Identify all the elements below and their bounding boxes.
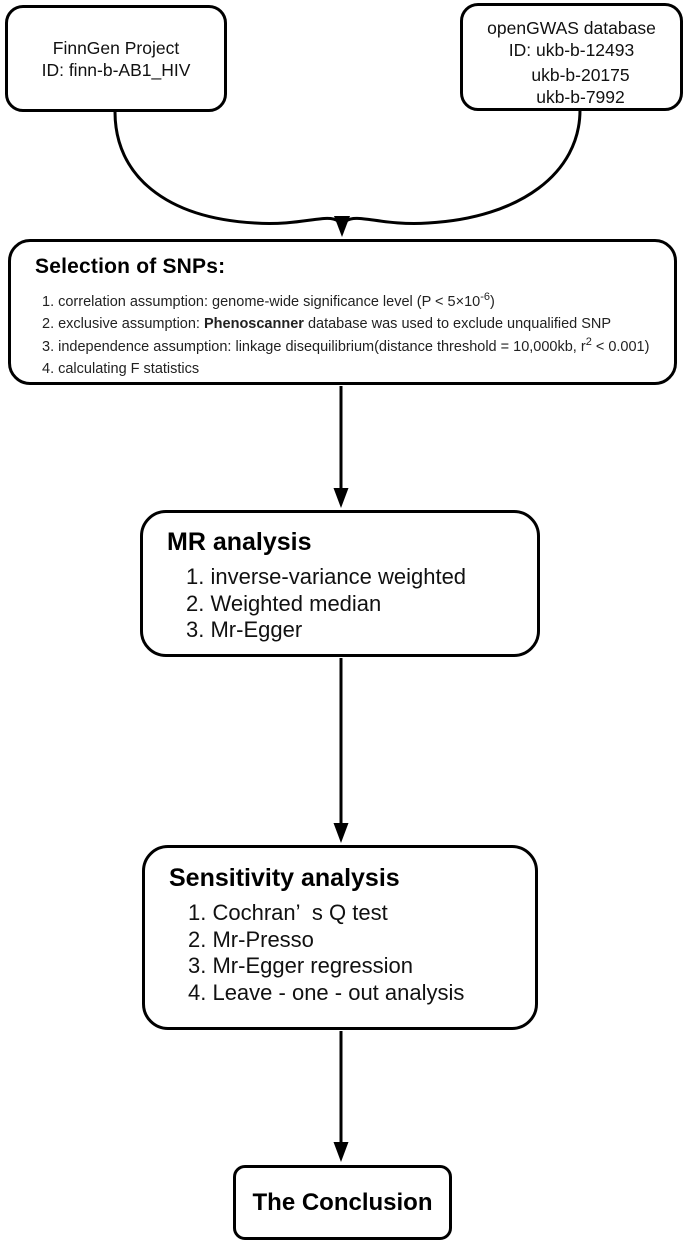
sensitivity-mr-egger-regression: 3. Mr-Egger regression <box>188 953 413 978</box>
snp-selection-title: Selection of SNPs: <box>35 255 226 278</box>
mr-analysis-title: MR analysis <box>167 528 312 556</box>
opengwas-id-1: ID: ukb-b-12493 <box>508 40 635 60</box>
sensitivity-mr-presso: 2. Mr-Presso <box>188 926 314 952</box>
finngen-id: ID: finn-b-AB1_HIV <box>41 59 191 80</box>
snp-criterion-exclusive: 2. exclusive assumption: Phenoscanner da… <box>42 315 612 332</box>
arrowhead-into-snp <box>334 216 350 237</box>
node-finngen-project: FinnGen Project ID: finn-b-AB1_HIV <box>5 5 227 112</box>
mr-method-mr-egger: 3. Mr-Egger <box>186 617 303 642</box>
sensitivity-cochran-q: 1. Cochran’ s Q test <box>188 900 388 925</box>
sensitivity-analysis-items: 1. Cochran’ s Q test 2. Mr-Presso 3. Mr-… <box>169 900 535 1006</box>
opengwas-id-3: ukb-b-7992 <box>536 87 625 107</box>
arrowhead-into-sensitivity <box>333 823 349 843</box>
arrowhead-into-mr <box>333 488 349 508</box>
snp-criterion-independence: 3. independence assumption: linkage dise… <box>42 336 650 355</box>
finngen-name: FinnGen Project <box>52 37 180 58</box>
node-conclusion: The Conclusion <box>233 1165 452 1240</box>
snp-criterion-f-statistics: 4. calculating F statistics <box>42 360 200 377</box>
mr-method-weighted-median: 2. Weighted median <box>186 590 382 616</box>
mr-analysis-items: 1. inverse-variance weighted 2. Weighted… <box>167 564 537 644</box>
sensitivity-leave-one-out: 4. Leave - one - out analysis <box>188 979 465 1005</box>
node-snp-selection: Selection of SNPs: 1. correlation assump… <box>8 239 677 385</box>
conclusion-title: The Conclusion <box>252 1188 433 1216</box>
arrowhead-into-conclusion <box>333 1142 349 1162</box>
node-sensitivity-analysis: Sensitivity analysis 1. Cochran’ s Q tes… <box>142 845 538 1030</box>
mr-method-ivw: 1. inverse-variance weighted <box>186 564 467 589</box>
snp-criterion-correlation: 1. correlation assumption: genome-wide s… <box>42 291 495 310</box>
opengwas-id-2: ukb-b-20175 <box>531 65 630 85</box>
connector-finngen-to-snp <box>113 111 339 225</box>
node-opengwas-database: openGWAS database ID: ukb-b-12493 ukb-b-… <box>460 3 683 111</box>
sensitivity-analysis-title: Sensitivity analysis <box>169 864 400 892</box>
node-mr-analysis: MR analysis 1. inverse-variance weighted… <box>140 510 540 657</box>
opengwas-name: openGWAS database <box>487 18 656 38</box>
connector-opengwas-to-snp <box>345 109 582 225</box>
